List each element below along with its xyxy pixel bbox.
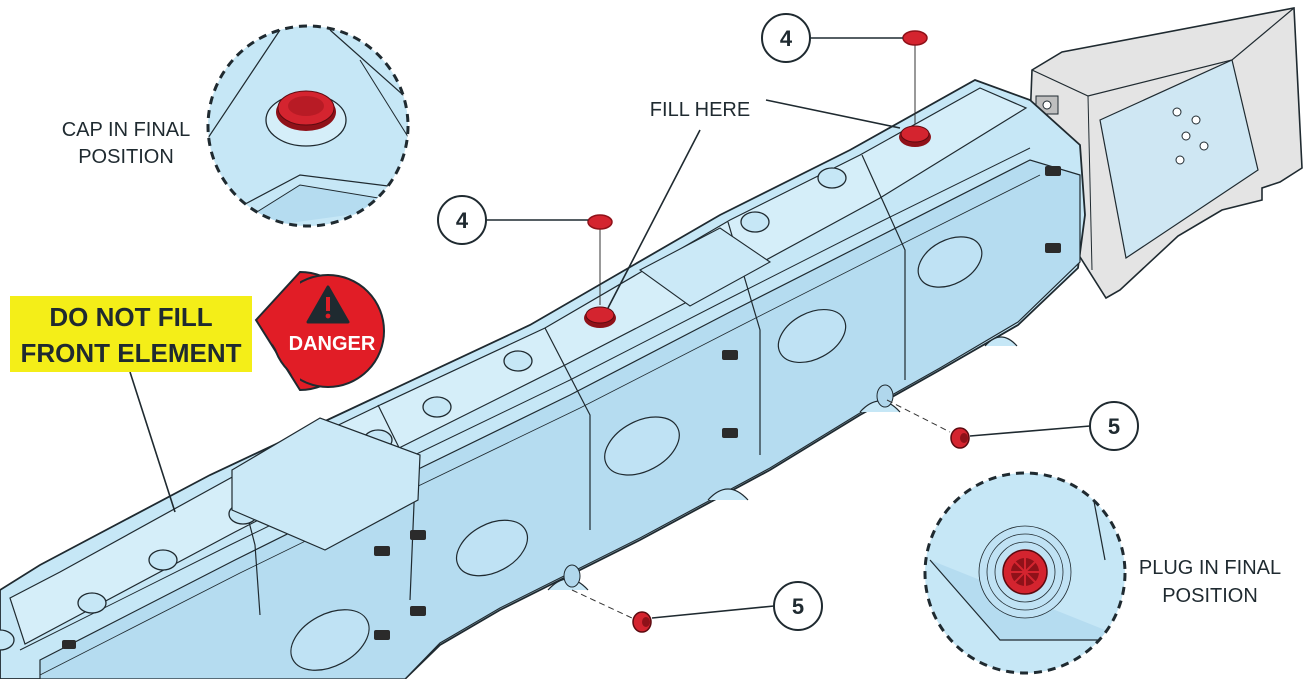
svg-text:FRONT ELEMENT: FRONT ELEMENT [21,338,242,368]
svg-text:PLUG IN FINAL: PLUG IN FINAL [1139,557,1281,579]
part-bubble-plug-right: 5 [1089,401,1139,451]
leader-fill-here-left [607,129,701,309]
svg-text:4: 4 [456,208,469,233]
leader-plug-bottom [651,605,775,619]
part-bubble-plug-bottom: 5 [773,581,823,631]
part-bubble-cap-top: 4 [761,13,811,63]
cap-loose-1 [587,214,613,305]
cap-installed-fill-1 [584,306,616,328]
part-bubble-cap-mid: 4 [437,195,487,245]
svg-text:DO NOT FILL: DO NOT FILL [49,302,212,332]
svg-text:5: 5 [792,594,804,619]
plug-final-label: PLUG IN FINAL POSITION [1139,557,1281,607]
svg-text:POSITION: POSITION [1162,585,1258,607]
cap-detail-inset [206,24,410,228]
cap-final-label: CAP IN FINAL POSITION [62,119,191,168]
leader-warning [129,371,176,513]
barrier-chain [0,79,1086,680]
leader-fill-here-right [765,99,901,129]
plug-loose-1 [571,589,652,633]
fill-here-label: FILL HERE [650,99,750,121]
cap-installed-fill-2 [899,125,931,147]
plug-loose-2 [886,399,970,449]
leader-lines [129,37,1091,619]
svg-text:POSITION: POSITION [78,146,174,168]
warning-triangle-icon [306,285,350,324]
svg-text:4: 4 [780,26,793,51]
svg-text:5: 5 [1108,414,1120,439]
svg-text:CAP IN FINAL: CAP IN FINAL [62,119,191,141]
danger-badge: DANGER [254,270,385,392]
plug-detail-inset [923,471,1127,675]
warning-label: DO NOT FILL FRONT ELEMENT [10,296,252,372]
svg-text:DANGER: DANGER [289,333,376,355]
leader-plug-right [969,425,1091,437]
